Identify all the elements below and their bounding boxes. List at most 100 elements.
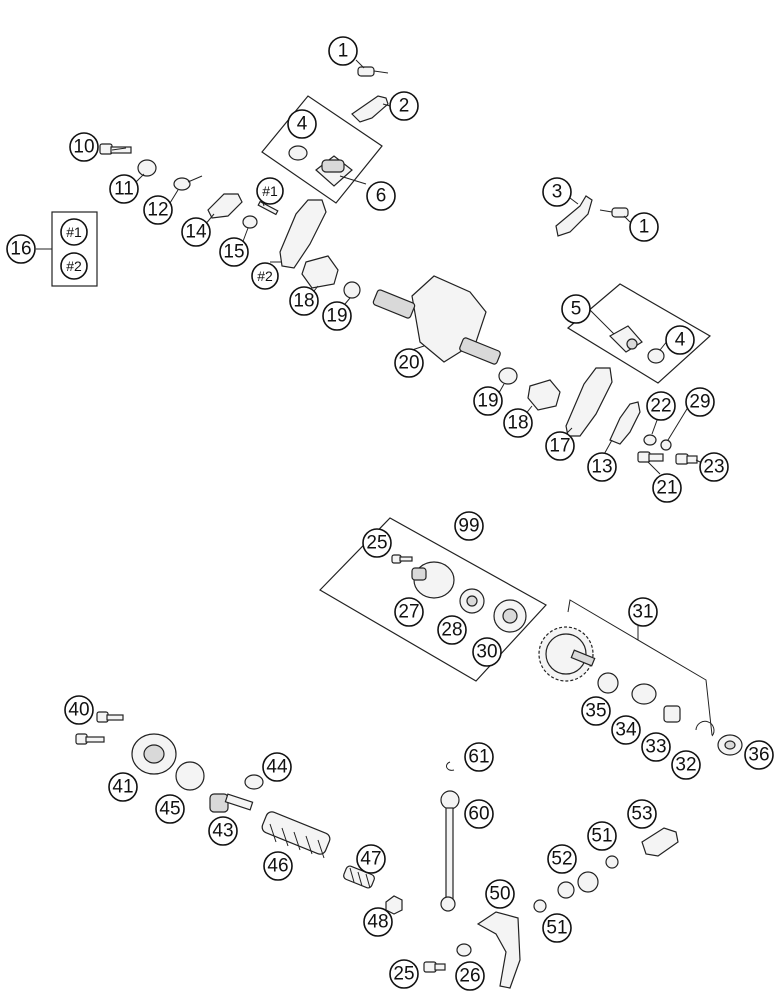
screw-21 (637, 451, 664, 463)
svg-text:25: 25 (366, 533, 387, 554)
svg-text:35: 35 (585, 701, 606, 722)
svg-text:15: 15 (223, 242, 244, 263)
svg-text:40: 40 (68, 700, 89, 721)
lever-2 (351, 95, 389, 123)
callout-51-top: 51 (587, 821, 617, 851)
svg-text:28: 28 (441, 620, 462, 641)
callout-13: 13 (587, 452, 617, 482)
callout-23: 23 (699, 452, 729, 482)
washer-51-top (605, 855, 619, 869)
callout-4-right: 4 (665, 325, 695, 355)
screw-40-bottom (75, 733, 105, 745)
svg-text:33: 33 (645, 737, 666, 758)
o-ring-45 (175, 761, 205, 791)
shift-lever-50 (476, 911, 521, 989)
svg-text:41: 41 (112, 777, 133, 798)
callout-29: 29 (685, 387, 715, 417)
callout-21: 21 (652, 473, 682, 503)
svg-text:2: 2 (399, 96, 410, 117)
callout-16: 16 (6, 234, 36, 264)
callout-99: 99 (454, 511, 484, 541)
svg-text:4: 4 (297, 114, 308, 135)
callout-44: 44 (262, 752, 292, 782)
callout-53: 53 (627, 799, 657, 829)
callout-51-bottom: 51 (542, 913, 572, 943)
svg-text:#1: #1 (262, 183, 278, 199)
callout-60: 60 (464, 799, 494, 829)
screw-10 (99, 143, 132, 155)
svg-text:12: 12 (147, 200, 168, 221)
svg-text:17: 17 (549, 436, 570, 457)
svg-text:46: 46 (267, 856, 288, 877)
washer-11 (137, 159, 157, 177)
washer-35 (597, 672, 619, 694)
svg-text:60: 60 (468, 804, 489, 825)
arm-13 (609, 401, 641, 445)
svg-text:18: 18 (293, 291, 314, 312)
valve-5 (609, 325, 643, 353)
o-ring-4-left (288, 145, 308, 161)
disc-15 (242, 215, 258, 229)
shaft-20 (372, 275, 501, 365)
callout-50: 50 (485, 879, 515, 909)
callout-33: 33 (641, 732, 671, 762)
callout-45: 45 (155, 794, 185, 824)
callout-52: 52 (547, 844, 577, 874)
svg-text:30: 30 (476, 642, 497, 663)
callout-35: 35 (581, 696, 611, 726)
screw-25-bottom (423, 961, 446, 973)
svg-text:50: 50 (489, 884, 510, 905)
callout-43: 43 (208, 816, 238, 846)
svg-text:16: 16 (10, 239, 31, 260)
svg-text:27: 27 (398, 602, 419, 623)
circlip-32 (695, 720, 715, 737)
callout-19-left: 19 (322, 301, 352, 331)
svg-text:#2: #2 (257, 268, 273, 284)
shaft-43 (209, 793, 254, 813)
bearing-36 (717, 734, 743, 756)
callout-27: 27 (394, 597, 424, 627)
svg-text:6: 6 (376, 186, 387, 207)
svg-text:#2: #2 (66, 258, 82, 274)
spring-46 (261, 811, 331, 859)
spring-clip-61 (446, 761, 455, 771)
svg-text:51: 51 (591, 826, 612, 847)
callout-41: 41 (108, 772, 138, 802)
callout-34: 34 (611, 715, 641, 745)
impeller-27 (411, 561, 455, 599)
callout-5: 5 (561, 294, 591, 324)
shift-shaft-53 (641, 827, 679, 857)
svg-text:51: 51 (546, 918, 567, 939)
svg-text:44: 44 (266, 757, 288, 778)
callout-25-top: 25 (362, 528, 392, 558)
o-ring-19-left (343, 281, 361, 299)
lever-14 (207, 193, 243, 219)
screw-40-top (96, 711, 124, 723)
svg-text:47: 47 (360, 849, 381, 870)
spring-47 (343, 865, 375, 889)
callout-19-right: 19 (473, 386, 503, 416)
svg-text:14: 14 (185, 222, 207, 243)
svg-text:10: 10 (73, 137, 94, 158)
callout-12: 12 (143, 195, 173, 225)
screw-1-right (599, 207, 629, 218)
callout-1-top: 1 (328, 36, 358, 66)
group-box-99 (319, 517, 547, 682)
svg-text:20: 20 (398, 353, 419, 374)
svg-text:11: 11 (114, 179, 134, 200)
screw-25-top (391, 554, 413, 564)
screw-23 (675, 453, 698, 465)
svg-text:45: 45 (159, 799, 180, 820)
callout-15: 15 (219, 237, 249, 267)
lever-arm-2 (279, 199, 327, 269)
callout-22: 22 (646, 391, 676, 421)
svg-text:29: 29 (689, 392, 710, 413)
callout-6: 6 (366, 181, 396, 211)
svg-text:48: 48 (367, 912, 388, 933)
svg-text:22: 22 (650, 396, 671, 417)
svg-text:19: 19 (477, 391, 498, 412)
callout-16-variant-2: #2 (60, 252, 88, 280)
lever-arm-17 (565, 367, 613, 437)
svg-text:#1: #1 (66, 224, 82, 240)
